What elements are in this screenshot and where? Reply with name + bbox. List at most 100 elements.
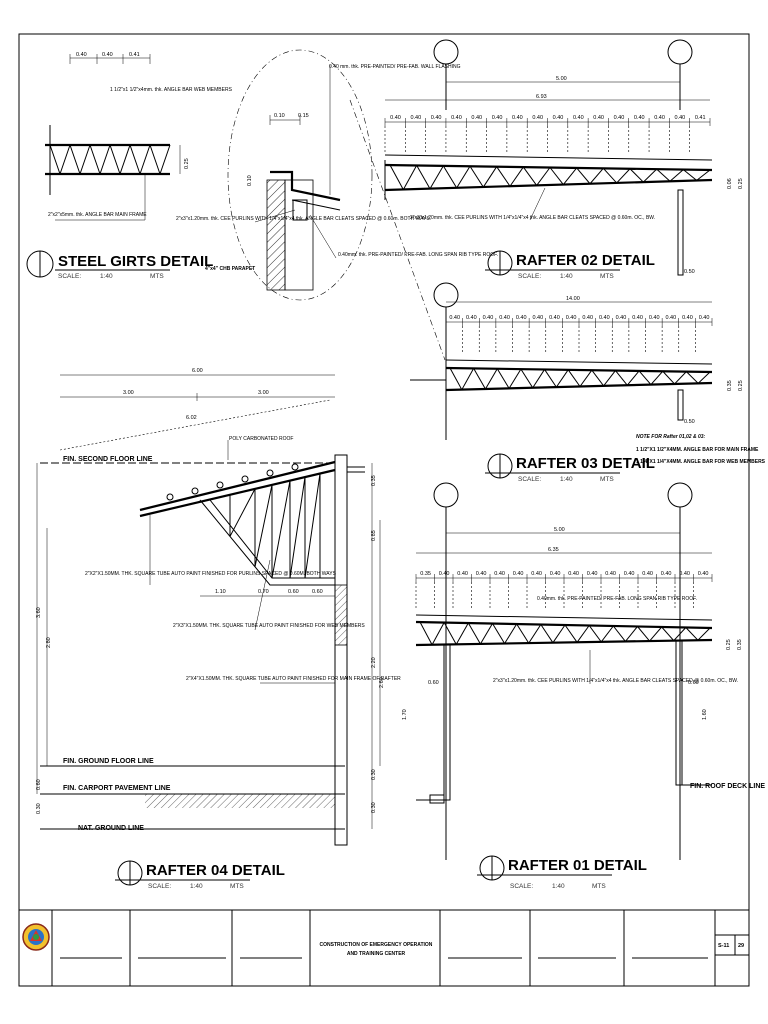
girts-dim-1: 0.40 — [76, 52, 87, 58]
r04-web-note: 2"X3"X1.50MM. THK. SQUARE TUBE AUTO PAIN… — [173, 623, 365, 629]
r01-length: 6.35 — [548, 547, 559, 553]
girts-dim-2: 0.40 — [102, 52, 113, 58]
r02-spacing-label: 0.40 — [654, 115, 665, 121]
r03-spacing-label: 0.40 — [499, 315, 510, 321]
r04-level-carport: FIN. CARPORT PAVEMENT LINE — [63, 785, 171, 792]
r02-side-dim-2: 0.25 — [738, 178, 744, 189]
r02-scale-value: 1:40 — [560, 273, 573, 280]
r02-spacing-label: 0.40 — [573, 115, 584, 121]
r01-spacing-label: 0.40 — [513, 571, 524, 577]
r02-spacing-label: 0.40 — [614, 115, 625, 121]
parapet-purlins-note: 2"x3"x1.20mm. thk. CEE PURLINS WITH 1/4"… — [176, 216, 431, 222]
girts-frame-note: 2"x2"x5mm. thk. ANGLE BAR MAIN FRAME — [48, 212, 147, 218]
r03-spacing-label: 0.40 — [449, 315, 460, 321]
r03-spacing-label: 0.40 — [582, 315, 593, 321]
r03-side-dim-2: 0.25 — [738, 380, 744, 391]
r02-spacing-label: 0.40 — [410, 115, 421, 121]
r03-spacing-label: 0.40 — [549, 315, 560, 321]
rafter04-detail: 6.00 3.00 3.00 6.02 FIN. SECOND FLOOR LI… — [36, 368, 401, 890]
r03-spacing-label: 0.40 — [665, 315, 676, 321]
rafter03-title: RAFTER 03 DETAIL — [516, 455, 655, 472]
r04-left-dim-3: 0.60 — [36, 779, 42, 790]
r01-spacing-label: 0.40 — [457, 571, 468, 577]
r01-scale-units: MTS — [592, 883, 606, 890]
r01-spacing-label: 0.35 — [420, 571, 431, 577]
r02-scale-units: MTS — [600, 273, 614, 280]
r02-end-dim: 0.50 — [684, 269, 695, 275]
r02-spacing-label: 0.40 — [390, 115, 401, 121]
sheet-border — [18, 33, 750, 987]
rafter01-detail: 5.00 6.35 0.35 0.40 0.40 0.40 0.40 0.40 0.40 0.… — [402, 482, 765, 890]
r01-roof-note: 0.40mm. thk. PRE-PAINTED/ PRE-FAB. LONG … — [537, 596, 697, 602]
title-block: CONSTRUCTION OF EMERGENCY OPERATION AND … — [19, 909, 749, 986]
project-title-line2: AND TRAINING CENTER — [347, 951, 406, 957]
r04-rafter-len: 6.02 — [186, 415, 197, 421]
r04-left-dim-1: 3.60 — [36, 607, 42, 618]
r04-web-dim-4: 0.60 — [312, 589, 323, 595]
r02-spacing-label: 0.40 — [471, 115, 482, 121]
r01-spacing-label: 0.40 — [661, 571, 672, 577]
r02-spacing-label: 0.41 — [695, 115, 706, 121]
r01-spacing-label: 0.40 — [642, 571, 653, 577]
r03-spacing-label: 0.40 — [516, 315, 527, 321]
r04-level-second: FIN. SECOND FLOOR LINE — [63, 456, 153, 463]
r01-side-dim-1: 0.25 — [726, 639, 732, 650]
r03-end-dim: 0.50 — [684, 419, 695, 425]
r01-left-dim-1: 0.60 — [428, 680, 439, 686]
r01-purlins-note: 2"x3"x1.20mm. thk. CEE PURLINS WITH 1/4"… — [493, 678, 738, 684]
parapet-chb-label: 4"x4" CHB PARAPET — [205, 266, 255, 272]
r01-spacing-label: 0.40 — [587, 571, 598, 577]
rafter04-title: RAFTER 04 DETAIL — [146, 862, 285, 879]
steel-girts-title: STEEL GIRTS DETAIL — [58, 253, 213, 270]
sheet-number: S-11 — [718, 943, 729, 949]
r03-spacing-label: 0.40 — [632, 315, 643, 321]
r04-half-left: 3.00 — [123, 390, 134, 396]
girts-scale-units: MTS — [150, 273, 164, 280]
girts-dim-3: 0.41 — [129, 52, 140, 58]
r02-spacing-label: 0.40 — [492, 115, 503, 121]
r04-right-dim-5: 0.30 — [371, 769, 377, 780]
r02-spacing-label: 0.40 — [634, 115, 645, 121]
r03-side-dim-1: 0.35 — [727, 380, 733, 391]
r03-spacing-label: 0.40 — [466, 315, 477, 321]
r02-length: 6.93 — [536, 94, 547, 100]
rafter02-title: RAFTER 02 DETAIL — [516, 252, 655, 269]
r01-scale-value: 1:40 — [552, 883, 565, 890]
sheet-total: 29 — [738, 943, 744, 949]
r01-spacing-label: 0.40 — [550, 571, 561, 577]
r04-level-natural: NAT. GROUND LINE — [78, 825, 144, 832]
r03-spacing-label: 0.40 — [649, 315, 660, 321]
r04-left-dim-2: 2.80 — [46, 637, 52, 648]
r04-scale-units: MTS — [230, 883, 244, 890]
r04-main-note: 2"X4"X1.50MM. THK. SQUARE TUBE AUTO PAIN… — [186, 676, 401, 682]
parapet-dim-a: 0.10 — [274, 113, 285, 119]
r03-spacing-label: 0.40 — [483, 315, 494, 321]
r03-spacing-label: 0.40 — [699, 315, 710, 321]
r01-overall: 5.00 — [554, 527, 565, 533]
r01-spacing-label: 0.40 — [568, 571, 579, 577]
girts-web-note: 1 1/2"x1 1/2"x4mm. thk. ANGLE BAR WEB ME… — [110, 87, 233, 93]
girts-height-dim: 0.25 — [184, 158, 190, 169]
r03-spacing-label: 0.40 — [532, 315, 543, 321]
r01-roof-deck-level: FIN. ROOF DECK LINE — [690, 783, 765, 790]
r02-side-dim-1: 0.06 — [727, 178, 733, 189]
r04-right-dim-6: 0.30 — [371, 802, 377, 813]
r04-overall: 6.00 — [192, 368, 203, 374]
r03-note-line1: 1 1/2"X1 1/2"X4MM. ANGLE BAR FOR MAIN FR… — [636, 447, 759, 453]
rafter03-detail: 14.00 0.40 0.40 0.40 0.40 0.40 0.40 0.40 0.40 0.… — [410, 282, 766, 483]
r03-spacing-label: 0.40 — [616, 315, 627, 321]
r02-scale-label: SCALE: — [518, 273, 541, 280]
r03-note-heading: NOTE FOR Rafter 01,02 & 03: — [636, 434, 706, 440]
r02-spacing-label: 0.40 — [553, 115, 564, 121]
r01-right-dim-2: 1.60 — [702, 709, 708, 720]
r04-roof-note: POLY CARBONATED ROOF — [229, 436, 293, 442]
r01-spacing-label: 0.40 — [494, 571, 505, 577]
r01-spacing-label: 0.40 — [624, 571, 635, 577]
r01-scale-label: SCALE: — [510, 883, 533, 890]
r03-length: 14.00 — [566, 296, 580, 302]
r04-scale-value: 1:40 — [190, 883, 203, 890]
r02-spacing-label: 0.40 — [431, 115, 442, 121]
r02-spacing-label: 0.40 — [512, 115, 523, 121]
